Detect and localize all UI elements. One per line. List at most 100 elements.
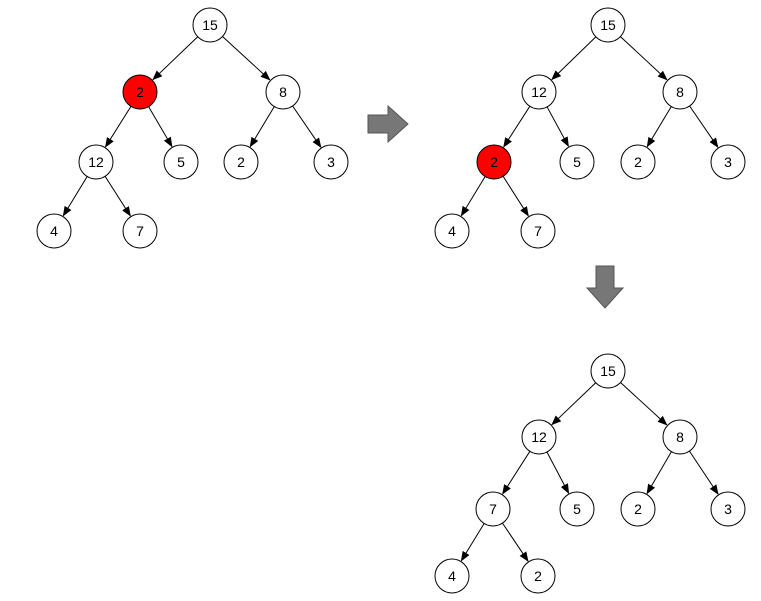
- arrow-down-icon: [585, 265, 625, 309]
- node-circle: [620, 491, 656, 527]
- tree-initial: 15 2 8 12 5 2 3 4 7: [36, 7, 349, 249]
- node-circle: [662, 419, 698, 455]
- tree-node: 2: [520, 558, 556, 594]
- edge-2-to-5: [148, 106, 173, 148]
- node-circle: [476, 144, 512, 180]
- tree-node: 15: [590, 7, 626, 43]
- edge-15-to-8: [222, 36, 271, 81]
- node-value: 4: [448, 568, 456, 584]
- node-circle: [36, 213, 72, 249]
- node-value: 8: [279, 84, 287, 100]
- node-circle: [710, 491, 746, 527]
- tree-node: 4: [434, 558, 470, 594]
- node-circle: [434, 213, 470, 249]
- node-value: 7: [136, 223, 144, 239]
- node-value: 2: [136, 84, 144, 100]
- node-value: 2: [634, 154, 642, 170]
- node-value: 15: [600, 17, 616, 33]
- tree-after-first-swap: 15 12 8 2 5 2 3 4 7: [434, 7, 746, 249]
- arrow-right-icon: [367, 104, 409, 144]
- tree-node: 2: [223, 144, 259, 180]
- node-circle: [223, 144, 259, 180]
- transition-arrows: [367, 104, 625, 309]
- node-value: 12: [88, 154, 104, 170]
- edge-12-to-7: [104, 176, 131, 217]
- node-value: 2: [490, 154, 498, 170]
- node-value: 12: [531, 429, 547, 445]
- tree-node: 7: [475, 491, 511, 527]
- tree-node: 12: [521, 419, 557, 455]
- edge-7-to-2: [502, 522, 529, 562]
- node-circle: [122, 213, 158, 249]
- edge-8-to-3: [689, 450, 719, 495]
- tree-final-heap: 15 12 8 7 5 2 3 4 2: [434, 353, 746, 594]
- edge-15-to-12: [551, 382, 597, 426]
- node-value: 7: [534, 223, 542, 239]
- node-circle: [122, 74, 158, 110]
- node-circle: [475, 491, 511, 527]
- edge-12-to-2: [503, 106, 531, 148]
- node-value: 3: [724, 154, 732, 170]
- tree-node: 4: [36, 213, 72, 249]
- tree-node: 7: [520, 213, 556, 249]
- edge-15-to-8: [620, 382, 668, 426]
- node-value: 5: [573, 154, 581, 170]
- node-value: 8: [676, 429, 684, 445]
- edge-7-to-4: [460, 523, 485, 562]
- tree-node: 15: [590, 353, 626, 389]
- node-circle: [192, 7, 228, 43]
- edge-12-to-5: [546, 106, 569, 148]
- edge-8-to-2: [646, 451, 672, 495]
- node-value: 8: [676, 84, 684, 100]
- node-value: 3: [724, 501, 732, 517]
- node-circle: [559, 491, 595, 527]
- node-circle: [590, 7, 626, 43]
- edge-12-to-5: [546, 451, 570, 494]
- tree-node: 5: [559, 491, 595, 527]
- node-circle: [710, 144, 746, 180]
- tree-node: 7: [122, 213, 158, 249]
- node-value: 2: [634, 501, 642, 517]
- tree-node: 3: [313, 144, 349, 180]
- node-circle: [313, 144, 349, 180]
- tree-node-highlighted: 2: [122, 74, 158, 110]
- edge-8-to-2: [249, 106, 275, 148]
- tree-node: 5: [559, 144, 595, 180]
- node-circle: [78, 144, 114, 180]
- tree-node: 5: [163, 144, 199, 180]
- edge-12-to-4: [62, 176, 88, 217]
- node-value: 2: [237, 154, 245, 170]
- tree-node: 3: [710, 144, 746, 180]
- tree-node: 2: [620, 491, 656, 527]
- tree-node: 8: [662, 419, 698, 455]
- tree-node: 8: [265, 74, 301, 110]
- edge-2-to-4: [460, 176, 486, 217]
- edge-12-to-7: [502, 451, 531, 495]
- tree-node: 12: [78, 144, 114, 180]
- node-value: 5: [573, 501, 581, 517]
- node-value: 4: [50, 223, 58, 239]
- tree-node: 2: [620, 144, 656, 180]
- node-value: 5: [177, 154, 185, 170]
- node-value: 3: [327, 154, 335, 170]
- edge-8-to-3: [689, 105, 719, 148]
- edge-15-to-8: [620, 36, 668, 81]
- edge-15-to-2: [152, 36, 199, 81]
- edge-2-to-7: [502, 176, 529, 217]
- node-circle: [559, 144, 595, 180]
- node-value: 4: [448, 223, 456, 239]
- edge-8-to-3: [292, 105, 322, 148]
- tree-node-highlighted: 2: [476, 144, 512, 180]
- node-value: 12: [531, 84, 547, 100]
- node-circle: [521, 74, 557, 110]
- tree-node: 12: [521, 74, 557, 110]
- tree-node: 15: [192, 7, 228, 43]
- node-circle: [590, 353, 626, 389]
- edge-15-to-12: [551, 36, 597, 81]
- node-circle: [163, 144, 199, 180]
- node-circle: [434, 558, 470, 594]
- tree-node: 4: [434, 213, 470, 249]
- node-circle: [265, 74, 301, 110]
- edge-2-to-12: [105, 106, 132, 148]
- node-circle: [662, 74, 698, 110]
